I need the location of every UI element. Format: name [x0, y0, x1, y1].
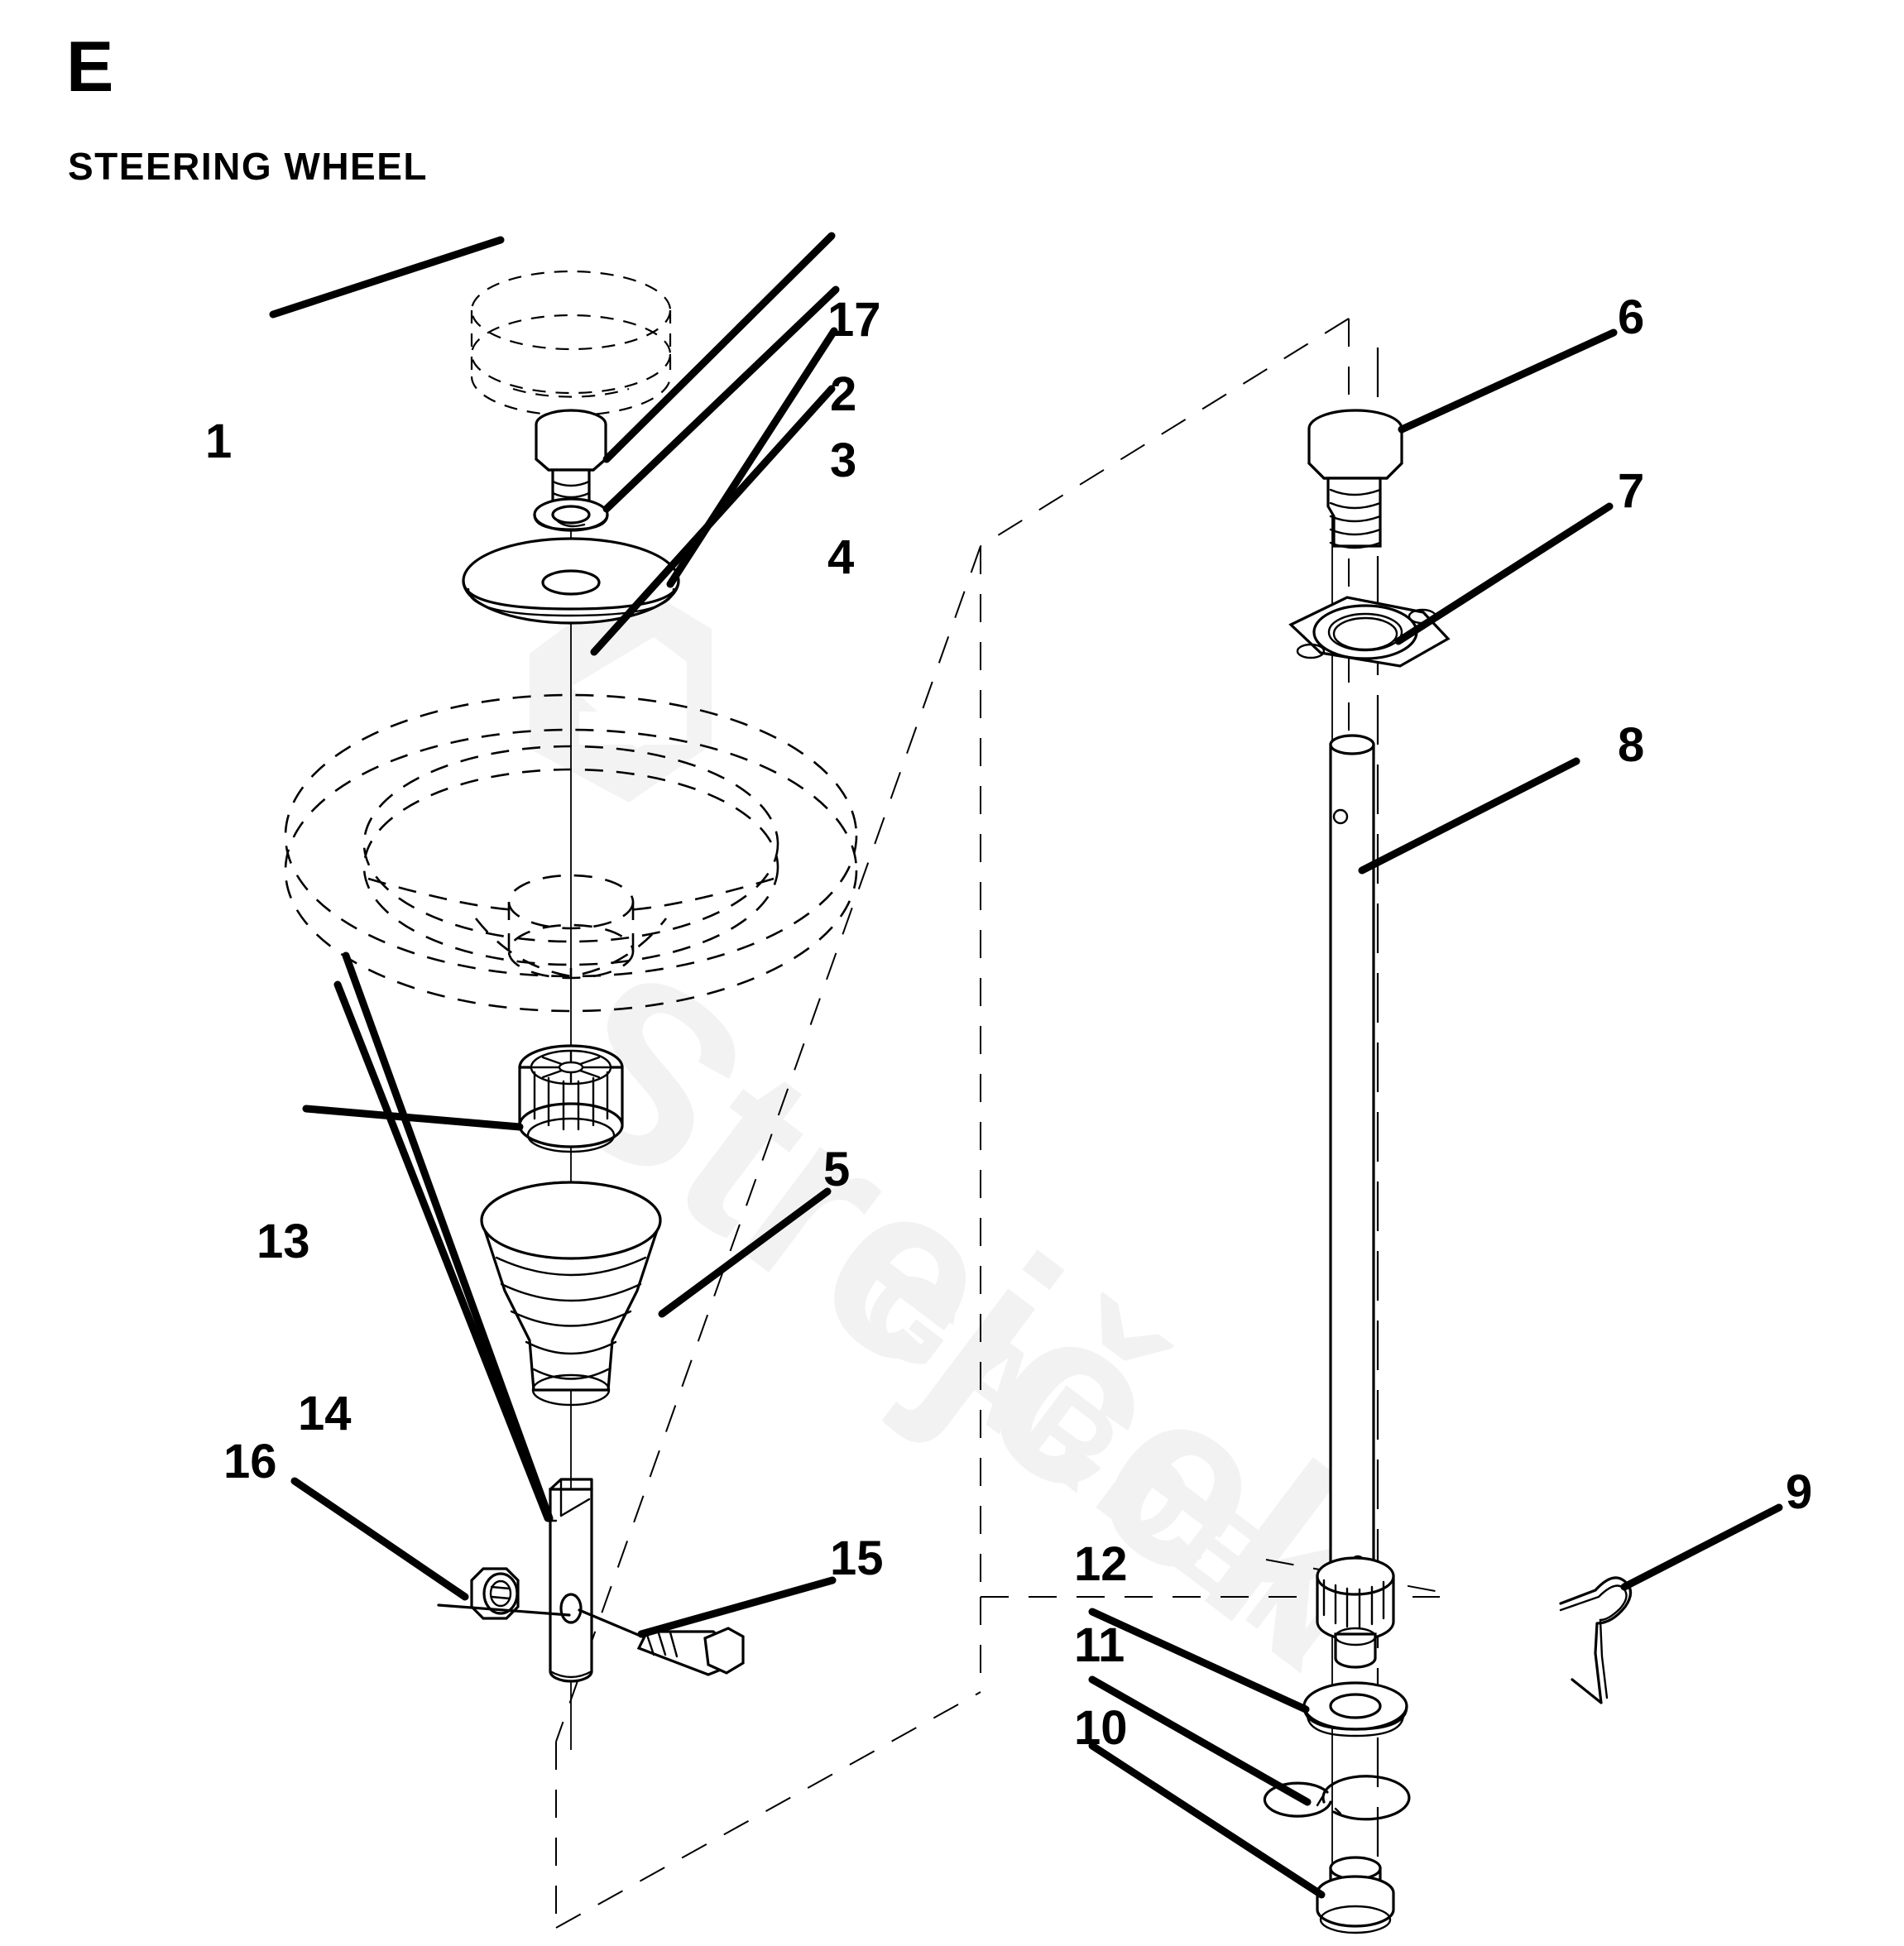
part-upper-steering-shaft: [549, 1478, 593, 1683]
leader-5: [658, 1187, 832, 1318]
section-letter: E: [66, 27, 114, 107]
leader-lines: [269, 232, 1783, 1899]
part-flat-washer: [462, 537, 680, 625]
part-splined-insert: [518, 1044, 624, 1153]
leader-8: [1358, 757, 1580, 875]
leader-12: [1088, 1608, 1310, 1714]
callout-1[interactable]: 1: [205, 415, 233, 468]
leader-6: [1398, 328, 1618, 434]
part-hex-nut: [437, 1567, 571, 1620]
part-steering-wheel-cap: [470, 270, 672, 417]
callout-7[interactable]: 7: [1618, 464, 1645, 518]
part-steering-boot: [480, 1181, 662, 1407]
part-thrust-washer: [1302, 1681, 1408, 1738]
part-pinion-gear: [1316, 1556, 1395, 1669]
callout-8[interactable]: 8: [1618, 718, 1645, 772]
callout-2[interactable]: 2: [830, 367, 857, 421]
callout-9[interactable]: 9: [1786, 1465, 1813, 1519]
leader-13: [302, 1105, 524, 1131]
leader-4: [590, 385, 836, 656]
leader-16: [290, 1477, 469, 1601]
callout-13[interactable]: 13: [257, 1215, 310, 1268]
leader-10: [1088, 1742, 1326, 1899]
callout-3[interactable]: 3: [830, 434, 857, 487]
callout-12[interactable]: 12: [1074, 1537, 1128, 1591]
leader-2: [602, 285, 840, 513]
callout-6[interactable]: 6: [1618, 290, 1645, 344]
part-hex-bolt-flange: [1307, 409, 1403, 549]
callout-16[interactable]: 16: [223, 1435, 277, 1488]
part-shoulder-bolt: [578, 1608, 745, 1676]
leader-7: [1394, 502, 1614, 645]
page-title: STEERING WHEEL: [68, 145, 429, 188]
leader-11: [1088, 1675, 1312, 1806]
watermark-group: Strejček GARDEN: [497, 579, 1438, 1718]
callout-4[interactable]: 4: [827, 530, 855, 584]
callout-17[interactable]: 17: [827, 293, 881, 347]
part-flange-bearing: [1288, 596, 1451, 668]
part-lower-bushing: [1316, 1856, 1395, 1934]
callout-5[interactable]: 5: [823, 1143, 851, 1196]
part-hairpin-cotter-clip: [1559, 1576, 1633, 1704]
part-lock-washer: [533, 497, 609, 532]
callout-15[interactable]: 15: [830, 1531, 884, 1585]
leader-1: [269, 236, 505, 319]
leader-15: [637, 1576, 837, 1638]
part-steering-wheel: [284, 693, 858, 1013]
callout-10[interactable]: 10: [1074, 1701, 1128, 1755]
callout-11[interactable]: 11: [1074, 1618, 1125, 1672]
callout-14[interactable]: 14: [298, 1387, 352, 1440]
leader-17: [602, 232, 836, 463]
part-retaining-snap-ring: [1263, 1775, 1411, 1821]
strejcek-logo-mark: [530, 579, 712, 803]
leader-9: [1620, 1503, 1783, 1591]
